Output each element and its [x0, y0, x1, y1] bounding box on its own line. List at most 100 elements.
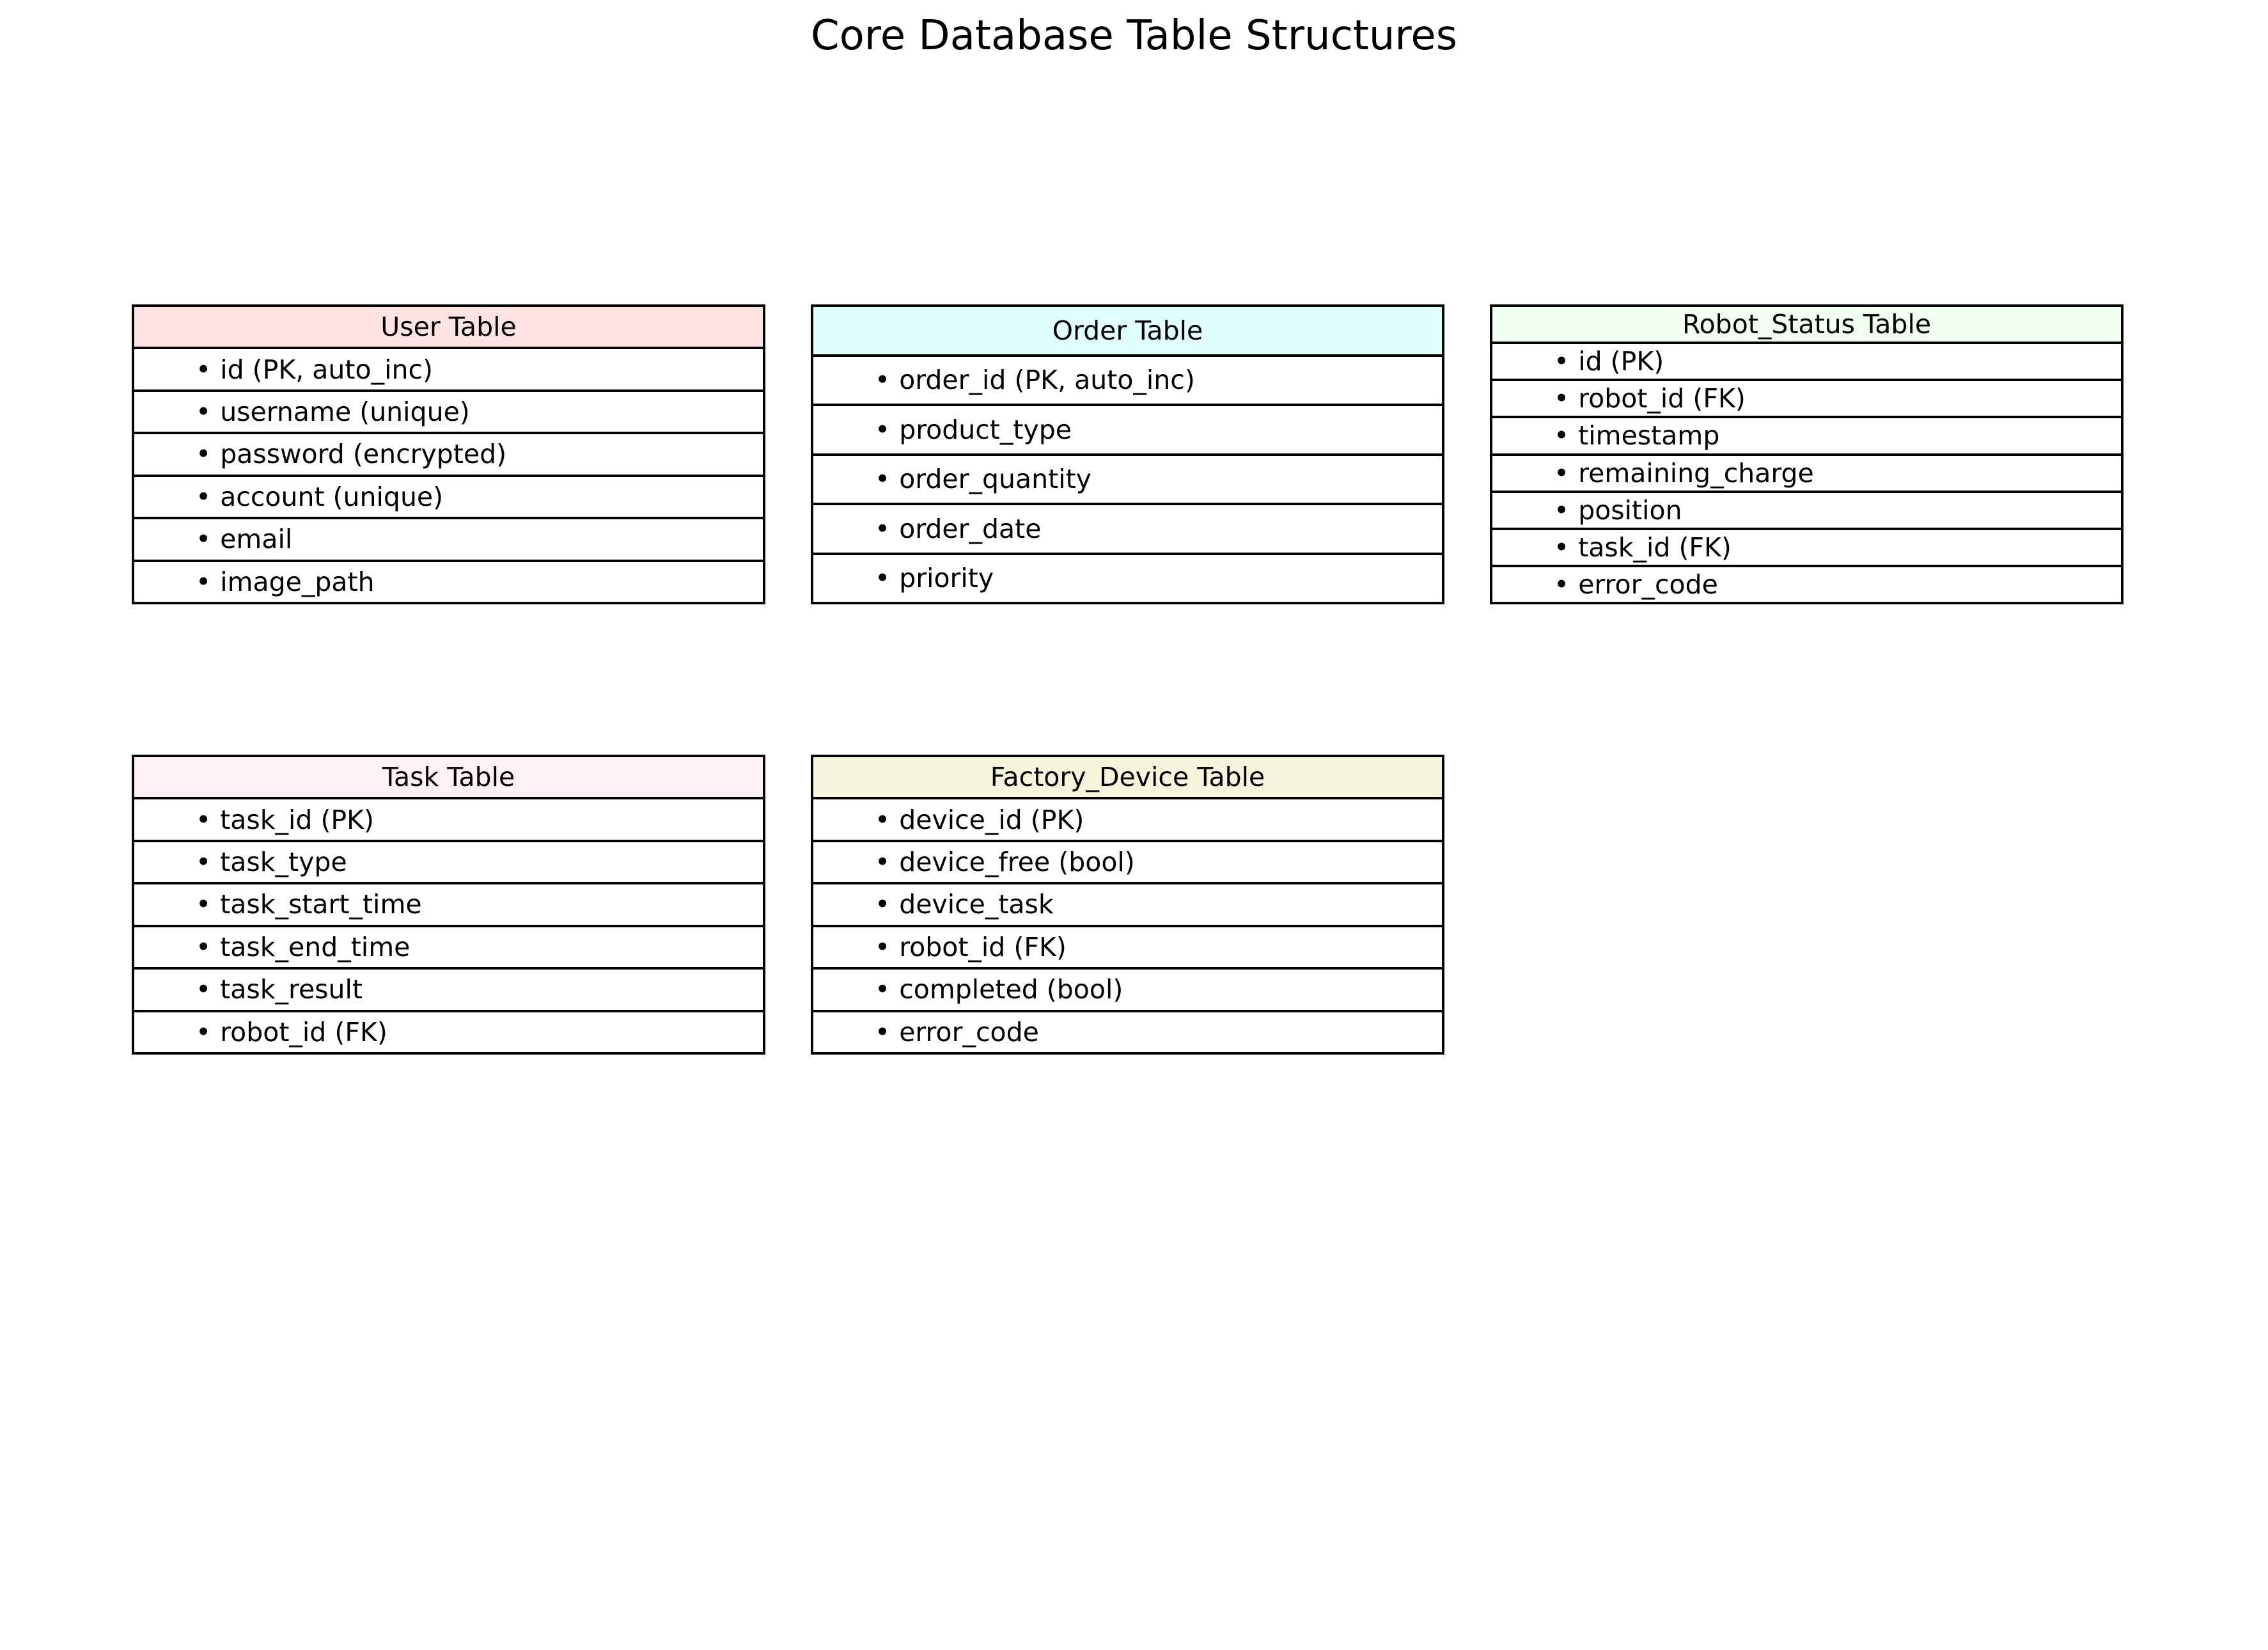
field-label: device_free (bool): [899, 847, 1135, 878]
bullet-icon: •: [875, 563, 891, 594]
table-field-row: • task_result: [134, 970, 763, 1012]
bullet-icon: •: [1554, 457, 1570, 489]
bullet-icon: •: [875, 847, 891, 878]
field-label: position: [1578, 494, 1682, 526]
factory-device-table: Factory_Device Table • device_id (PK) • de…: [811, 755, 1444, 1055]
table-field-row: •error_code: [813, 1012, 1442, 1052]
bullet-icon: •: [875, 464, 891, 495]
field-label: error_code: [899, 1016, 1039, 1048]
field-label: remaining_charge: [1578, 457, 1814, 489]
table-field-row: • password (encrypted): [134, 434, 763, 477]
table-field-row: • account (unique): [134, 477, 763, 520]
table-field-row: • email: [134, 519, 763, 562]
table-header: Task Table: [134, 757, 763, 800]
table-field-row: • device_id (PK): [813, 799, 1442, 842]
bullet-icon: •: [196, 804, 212, 835]
bullet-icon: •: [196, 974, 212, 1005]
table-field-row: •timestamp: [1492, 418, 2121, 456]
bullet-icon: •: [875, 931, 891, 962]
table-header: Robot_Status Table: [1492, 307, 2121, 345]
bullet-icon: •: [1554, 531, 1570, 563]
field-label: order_id (PK, auto_inc): [899, 365, 1195, 396]
bullet-icon: •: [1554, 383, 1570, 414]
field-label: device_task: [899, 889, 1054, 920]
table-field-row: • device_free (bool): [813, 842, 1442, 885]
bullet-icon: •: [196, 481, 212, 512]
field-label: device_id (PK): [899, 804, 1084, 835]
bullet-icon: •: [196, 847, 212, 878]
table-field-row: • image_path: [134, 562, 763, 602]
table-header: User Table: [134, 307, 763, 350]
bullet-icon: •: [196, 931, 212, 962]
table-field-row: • task_start_time: [134, 884, 763, 927]
table-field-row: • robot_id (FK): [1492, 381, 2121, 419]
bullet-icon: •: [875, 365, 891, 396]
field-label: robot_id (FK): [1578, 383, 1746, 414]
bullet-icon: •: [875, 1016, 891, 1048]
bullet-icon: •: [875, 414, 891, 445]
field-label: account (unique): [220, 481, 444, 512]
table-field-row: •position: [1492, 493, 2121, 530]
table-field-row: • username (unique): [134, 392, 763, 435]
order-table: Order Table • order_id (PK, auto_inc) • pr…: [811, 304, 1444, 604]
field-label: task_id (FK): [1578, 531, 1732, 563]
bullet-icon: •: [1554, 569, 1570, 600]
bullet-icon: •: [196, 397, 212, 428]
field-label: task_result: [220, 974, 363, 1005]
table-field-row: • task_end_time: [134, 927, 763, 970]
bullet-icon: •: [196, 524, 212, 555]
table-header: Order Table: [813, 307, 1442, 357]
bullet-icon: •: [875, 513, 891, 544]
bullet-icon: •: [196, 439, 212, 470]
field-label: password (encrypted): [220, 439, 507, 470]
field-label: error_code: [1578, 569, 1718, 600]
table-field-row: •remaining_charge: [1492, 456, 2121, 493]
table-field-row: • order_quantity: [813, 456, 1442, 505]
bullet-icon: •: [1554, 494, 1570, 526]
bullet-icon: •: [875, 889, 891, 920]
field-label: task_id (PK): [220, 804, 375, 835]
table-field-row: •id (PK): [1492, 344, 2121, 382]
robot-status-table: Robot_Status Table •id (PK) • robot_id (F…: [1490, 304, 2123, 604]
table-field-row: • task_id (PK): [134, 799, 763, 842]
field-label: image_path: [220, 566, 375, 597]
bullet-icon: •: [196, 566, 212, 597]
table-field-row: •robot_id (FK): [134, 1012, 763, 1052]
bullet-icon: •: [196, 889, 212, 920]
field-label: task_start_time: [220, 889, 422, 920]
page-title: Core Database Table Structures: [810, 12, 1458, 59]
field-label: order_quantity: [899, 464, 1091, 495]
table-field-row: • error_code: [1492, 567, 2121, 602]
table-field-row: • order_id (PK, auto_inc): [813, 357, 1442, 406]
bullet-icon: •: [1554, 420, 1570, 452]
table-field-row: • id (PK, auto_inc): [134, 349, 763, 392]
field-label: email: [220, 524, 293, 555]
field-label: completed (bool): [899, 974, 1123, 1005]
bullet-icon: •: [875, 974, 891, 1005]
bullet-icon: •: [875, 804, 891, 835]
table-field-row: •task_id (FK): [1492, 530, 2121, 567]
table-field-row: • order_date: [813, 505, 1442, 555]
user-table: User Table • id (PK, auto_inc) • username …: [132, 304, 765, 604]
bullet-icon: •: [196, 354, 212, 385]
task-table: Task Table • task_id (PK) • task_type • tas…: [132, 755, 765, 1055]
bullet-icon: •: [196, 1016, 212, 1048]
field-label: priority: [899, 563, 994, 594]
bullet-icon: •: [1554, 346, 1570, 377]
table-field-row: • task_type: [134, 842, 763, 885]
field-label: id (PK, auto_inc): [220, 354, 433, 385]
field-label: task_end_time: [220, 931, 411, 962]
table-field-row: • product_type: [813, 406, 1442, 456]
field-label: robot_id (FK): [899, 931, 1067, 962]
field-label: username (unique): [220, 397, 470, 428]
field-label: robot_id (FK): [220, 1016, 387, 1048]
field-label: timestamp: [1578, 420, 1720, 452]
table-header: Factory_Device Table: [813, 757, 1442, 800]
field-label: task_type: [220, 847, 347, 878]
table-field-row: • completed (bool): [813, 970, 1442, 1012]
field-label: product_type: [899, 414, 1072, 445]
table-field-row: • robot_id (FK): [813, 927, 1442, 970]
table-field-row: • device_task: [813, 884, 1442, 927]
field-label: order_date: [899, 513, 1042, 544]
table-field-row: • priority: [813, 555, 1442, 602]
